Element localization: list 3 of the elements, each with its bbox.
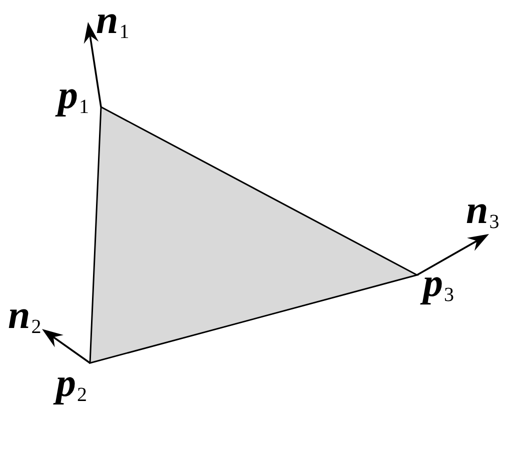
normal-label: n$_{3}$	[466, 190, 500, 234]
normal-label: n$_{1}$	[96, 0, 130, 44]
normal-label: n$_{2}$	[8, 294, 42, 340]
